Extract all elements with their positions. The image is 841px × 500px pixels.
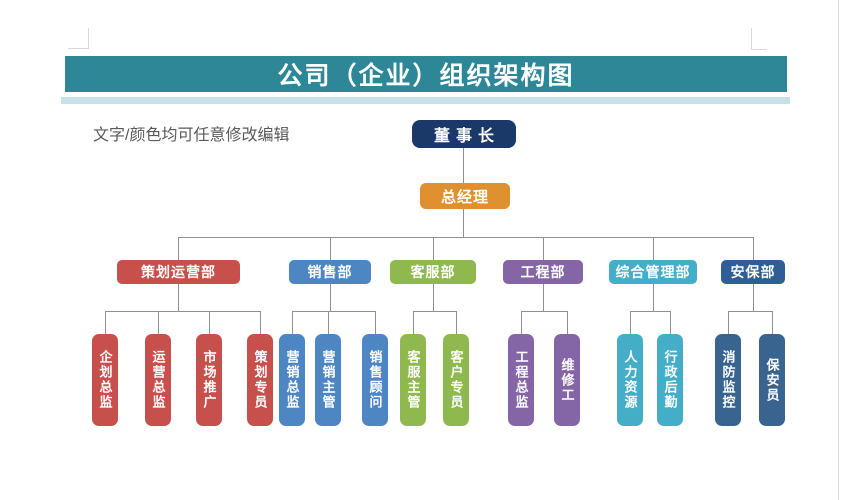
connector-line xyxy=(330,284,331,311)
connector-line xyxy=(543,284,544,311)
connector-line xyxy=(178,284,179,311)
leaf-customer-specialist[interactable]: 客户专员 xyxy=(443,334,469,426)
connector-line xyxy=(292,311,376,312)
connector-line xyxy=(456,311,457,334)
connector-line xyxy=(728,311,773,312)
leaf-planning-specialist[interactable]: 策划专员 xyxy=(247,334,273,426)
leaf-label: 企划总监 xyxy=(97,350,113,410)
connector-line xyxy=(753,237,754,260)
connector-line xyxy=(292,311,293,334)
connector-line xyxy=(330,237,331,260)
dept-sales[interactable]: 销售部 xyxy=(289,260,371,284)
chairman-node[interactable]: 董事长 xyxy=(412,120,516,148)
leaf-label: 行政后勤 xyxy=(662,350,678,410)
connector-line xyxy=(178,237,754,238)
leaf-label: 策划专员 xyxy=(252,350,268,410)
connector-line xyxy=(105,311,106,334)
dept-planning-operations[interactable]: 策划运营部 xyxy=(117,260,240,284)
leaf-marketing-supervisor[interactable]: 营销主管 xyxy=(315,334,341,426)
leaf-planning-director[interactable]: 企划总监 xyxy=(92,334,118,426)
connector-line xyxy=(772,311,773,334)
connector-line xyxy=(653,284,654,311)
connector-line xyxy=(328,311,329,334)
leaf-market-promotion[interactable]: 市场推广 xyxy=(196,334,222,426)
leaf-admin-logistics[interactable]: 行政后勤 xyxy=(657,334,683,426)
leaf-cs-supervisor[interactable]: 客服主管 xyxy=(400,334,426,426)
leaf-label: 销售顾问 xyxy=(367,350,383,410)
leaf-label: 营销总监 xyxy=(284,350,300,410)
leaf-fire-monitoring[interactable]: 消防监控 xyxy=(715,334,741,426)
connector-line xyxy=(630,311,671,312)
connector-line xyxy=(728,311,729,334)
page-title[interactable]: 公司（企业）组织架构图 xyxy=(65,56,787,92)
leaf-label: 保安员 xyxy=(764,357,780,403)
connector-line xyxy=(105,311,261,312)
connector-line xyxy=(543,237,544,260)
connector-line xyxy=(521,311,568,312)
leaf-marketing-director[interactable]: 营销总监 xyxy=(279,334,305,426)
page-corner-mark-left xyxy=(68,28,89,49)
leaf-label: 市场推广 xyxy=(201,350,217,410)
accent-stripe xyxy=(61,97,790,104)
connector-line xyxy=(433,237,434,260)
page-edge-line xyxy=(838,0,839,500)
leaf-label: 维修工 xyxy=(559,357,575,403)
dept-engineering[interactable]: 工程部 xyxy=(503,260,583,284)
dept-general-admin[interactable]: 综合管理部 xyxy=(609,260,697,284)
connector-line xyxy=(753,284,754,311)
connector-line xyxy=(653,237,654,260)
leaf-label: 营销主管 xyxy=(320,350,336,410)
connector-line xyxy=(463,209,464,238)
leaf-operations-director[interactable]: 运营总监 xyxy=(145,334,171,426)
leaf-label: 客户专员 xyxy=(448,350,464,410)
connector-line xyxy=(433,284,434,311)
leaf-human-resources[interactable]: 人力资源 xyxy=(617,334,643,426)
leaf-engineering-director[interactable]: 工程总监 xyxy=(508,334,534,426)
edit-hint-text[interactable]: 文字/颜色均可任意修改编辑 xyxy=(93,127,290,144)
general-manager-node[interactable]: 总经理 xyxy=(420,183,510,209)
connector-line xyxy=(567,311,568,334)
leaf-security-guard[interactable]: 保安员 xyxy=(759,334,785,426)
dept-security[interactable]: 安保部 xyxy=(721,260,785,284)
connector-line xyxy=(670,311,671,334)
connector-line xyxy=(413,311,457,312)
leaf-label: 消防监控 xyxy=(720,350,736,410)
leaf-label: 人力资源 xyxy=(622,350,638,410)
connector-line xyxy=(260,311,261,334)
leaf-label: 客服主管 xyxy=(405,350,421,410)
leaf-label: 运营总监 xyxy=(150,350,166,410)
connector-line xyxy=(209,311,210,334)
dept-customer-service[interactable]: 客服部 xyxy=(390,260,476,284)
connector-line xyxy=(158,311,159,334)
leaf-maintenance-worker[interactable]: 维修工 xyxy=(554,334,580,426)
connector-line xyxy=(413,311,414,334)
connector-line xyxy=(463,148,464,183)
connector-line xyxy=(521,311,522,334)
page-corner-mark-right xyxy=(751,28,767,50)
connector-line xyxy=(630,311,631,334)
leaf-label: 工程总监 xyxy=(513,350,529,410)
leaf-sales-consultant[interactable]: 销售顾问 xyxy=(362,334,388,426)
connector-line xyxy=(375,311,376,334)
connector-line xyxy=(178,237,179,260)
